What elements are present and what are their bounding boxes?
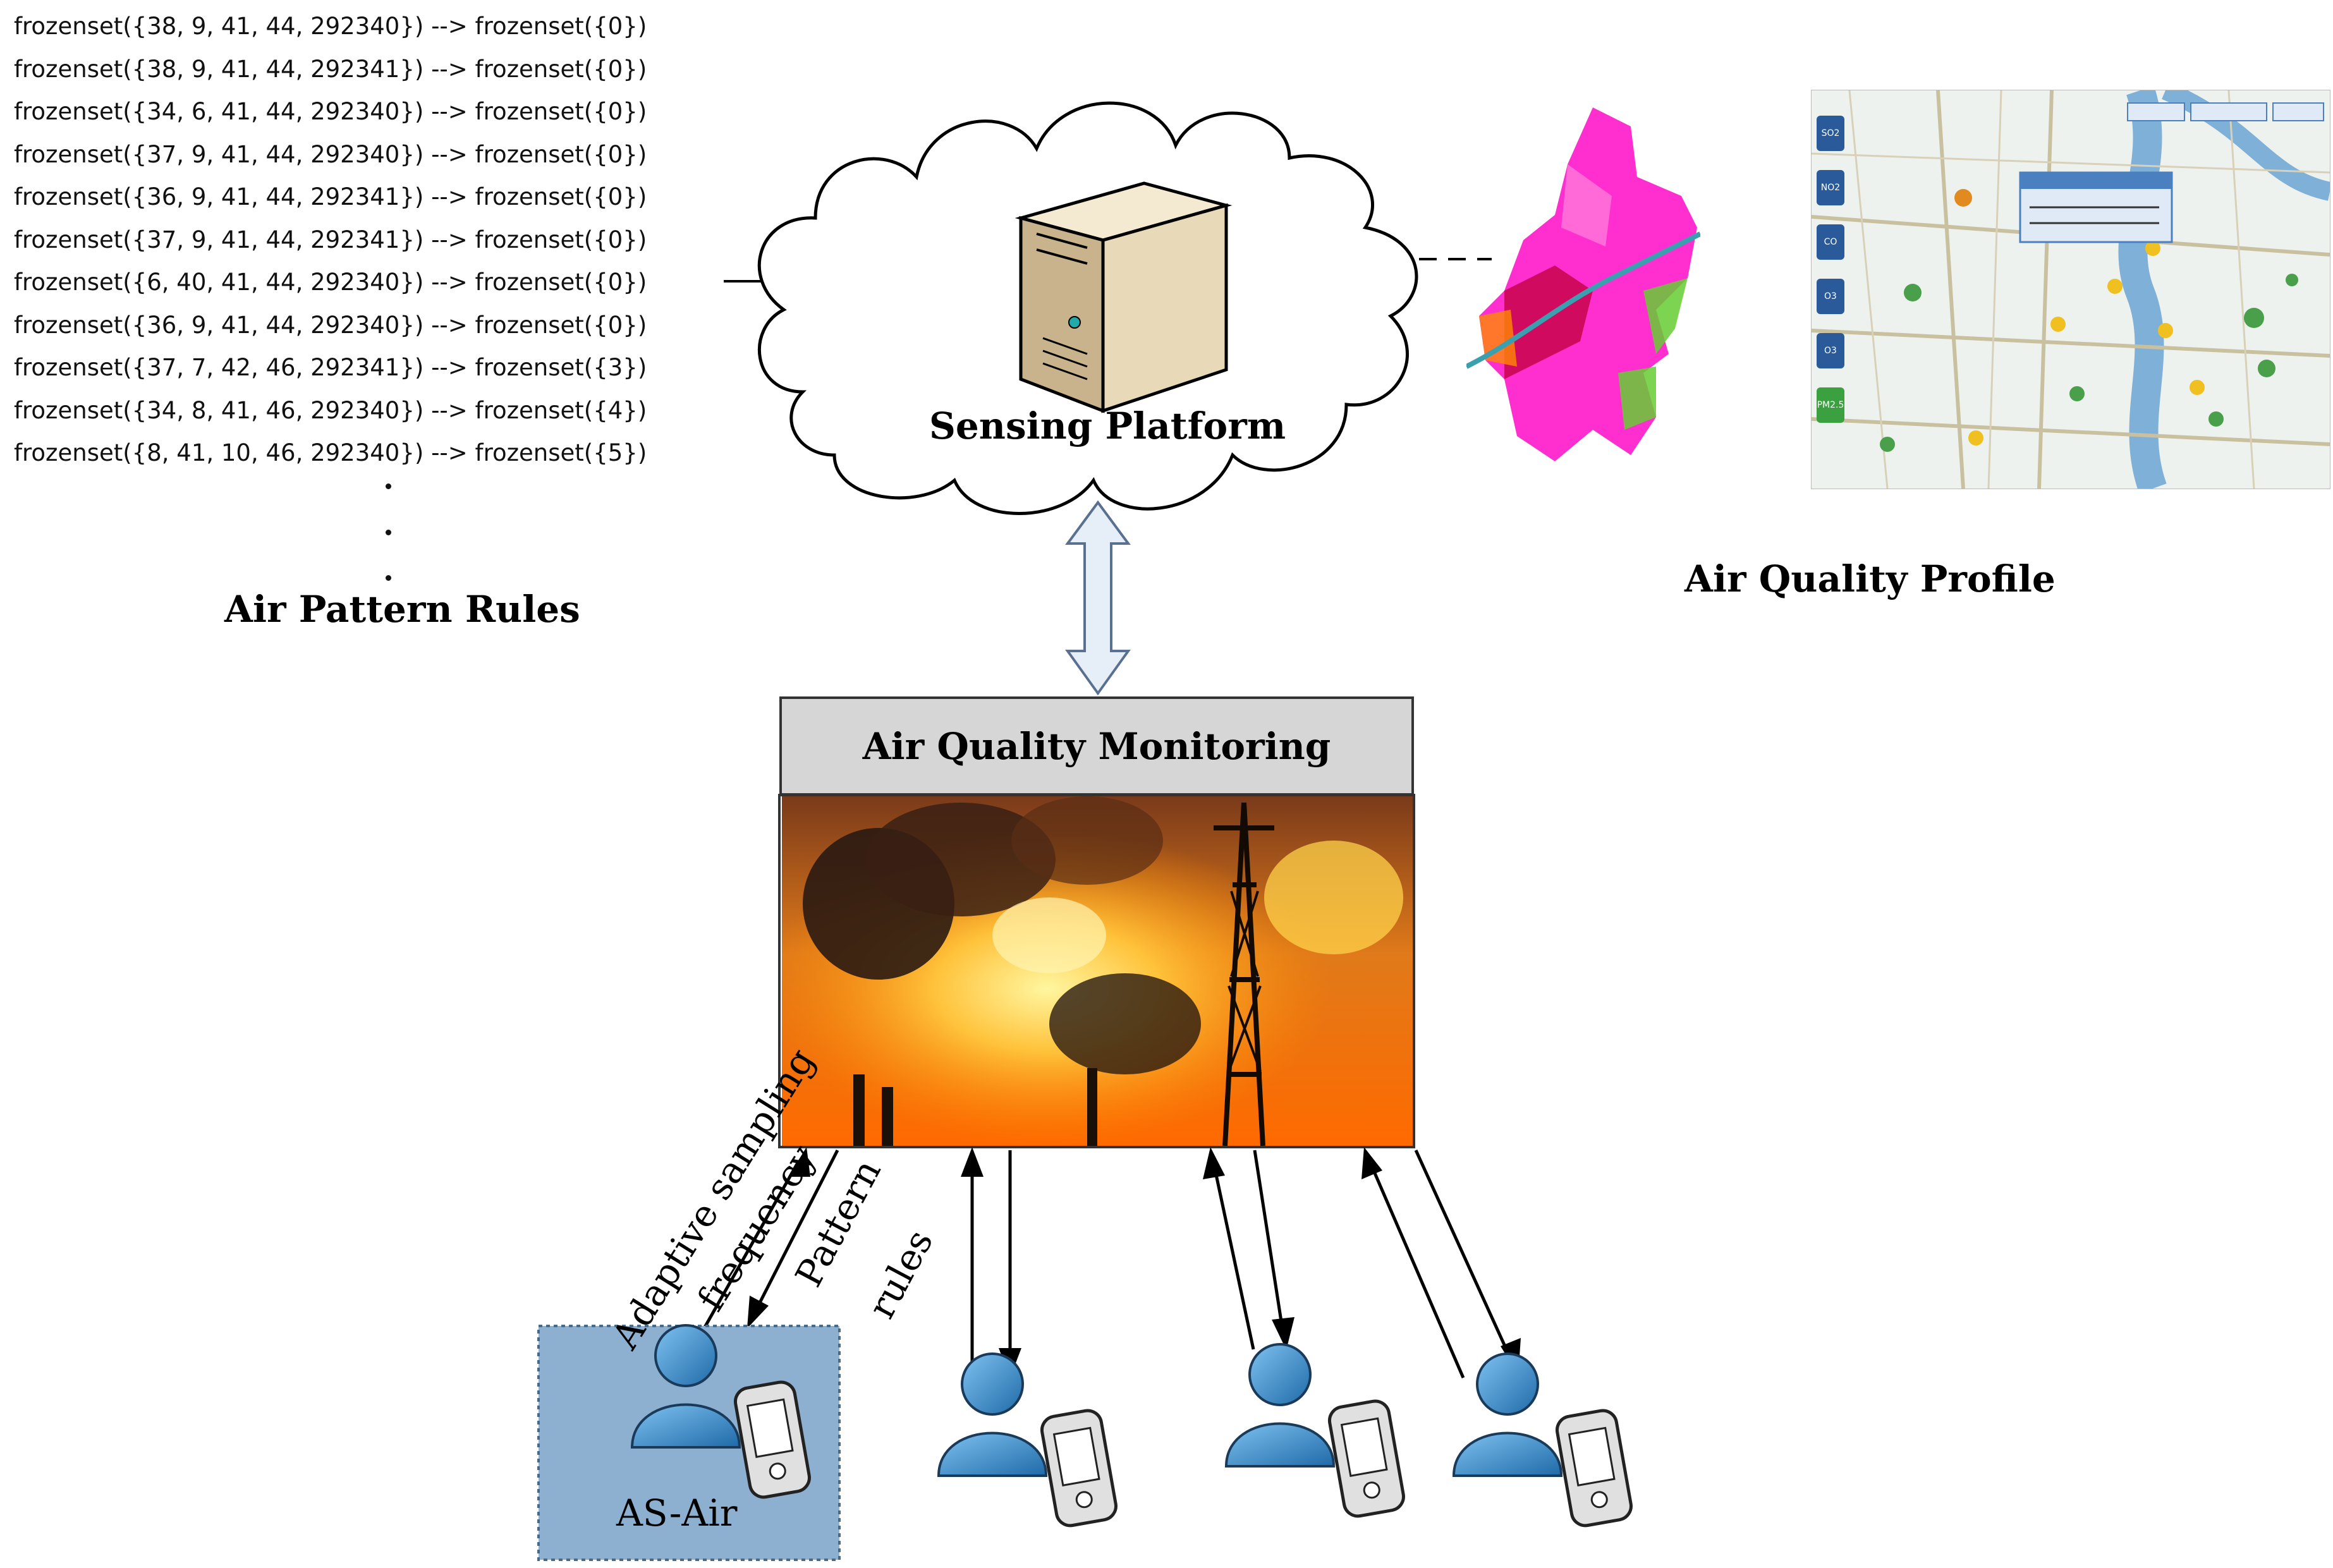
user-with-phone [1224,1343,1405,1518]
ellipsis-dot [386,530,391,535]
downlink-arrow [753,1149,839,1313]
phone-button [769,1462,786,1480]
phone-screen [1052,1426,1100,1486]
user-body-icon [630,1403,741,1449]
pollution-photo [778,794,1415,1148]
downlink-arrow [1253,1150,1285,1334]
pollutant-legend-item: O3 [1817,333,1844,368]
pollutant-legend-item: PM2.5 [1817,387,1844,423]
pattern-rule: frozenset({36, 9, 41, 44, 292341}) --> f… [14,183,647,210]
phone-screen [1568,1426,1616,1486]
phone-button [1590,1491,1608,1509]
pattern-rule: frozenset({34, 8, 41, 46, 292340}) --> f… [14,396,647,424]
pattern-rule: frozenset({37, 9, 41, 44, 292341}) --> f… [14,226,647,253]
pollution-heatmap [1465,107,1702,461]
downlink-arrow [1414,1149,1513,1360]
user-with-phone [630,1324,811,1499]
ellipsis-dot [386,575,391,581]
pattern-rule: frozenset({36, 9, 41, 44, 292340}) --> f… [14,311,647,339]
user-head-icon [961,1352,1024,1416]
user-body-icon [1224,1422,1336,1468]
ellipsis-dot [386,483,391,489]
user-head-icon [1248,1343,1312,1406]
monitoring-title: Air Quality Monitoring [862,724,1331,768]
pattern-rule: frozenset({37, 9, 41, 44, 292340}) --> f… [14,140,647,168]
user-head-icon [654,1324,717,1387]
pollutant-legend-item: NO2 [1817,170,1844,205]
pattern-rule: frozenset({8, 41, 10, 46, 292340}) --> f… [14,439,647,466]
pollutant-legend-item: SO2 [1817,116,1844,151]
pattern-rule: frozenset({38, 9, 41, 44, 292340}) --> f… [14,13,647,40]
pattern-rule: frozenset({6, 40, 41, 44, 292340}) --> f… [14,269,647,296]
phone-button [1363,1481,1380,1499]
link-arrows [703,1149,1513,1378]
cloud-label: Sensing Platform [929,404,1286,447]
map-streets [1812,90,2330,489]
pollutant-legend-item: CO [1817,224,1844,260]
pattern-rule: frozenset({38, 9, 41, 44, 292341}) --> f… [14,55,647,83]
user-body-icon [1452,1431,1563,1477]
uplink-arrow [1212,1162,1255,1350]
uplink-arrow [1368,1162,1465,1378]
phone-button [1075,1491,1093,1509]
pattern-rule: frozenset({37, 7, 42, 46, 292341}) --> f… [14,354,647,381]
users-group [630,1324,1633,1528]
user-with-phone [1452,1352,1633,1528]
rules-caption: Air Pattern Rules [224,588,580,631]
as-air-label: AS-Air [616,1492,738,1535]
user-body-icon [937,1431,1048,1477]
user-with-phone [937,1352,1118,1528]
server-icon [1014,181,1233,413]
pattern-rule: frozenset({34, 6, 41, 44, 292340}) --> f… [14,98,647,125]
profile-caption: Air Quality Profile [1684,557,2056,600]
uplink-arrow [703,1162,800,1328]
user-head-icon [1476,1352,1539,1416]
phone-screen [1340,1417,1388,1477]
air-quality-monitoring-box: Air Quality Monitoring [779,696,1414,796]
pollutant-legend-item: O3 [1817,279,1844,314]
phone-screen [746,1398,794,1458]
bidirectional-arrow [1065,500,1131,696]
air-quality-map [1465,101,1702,468]
